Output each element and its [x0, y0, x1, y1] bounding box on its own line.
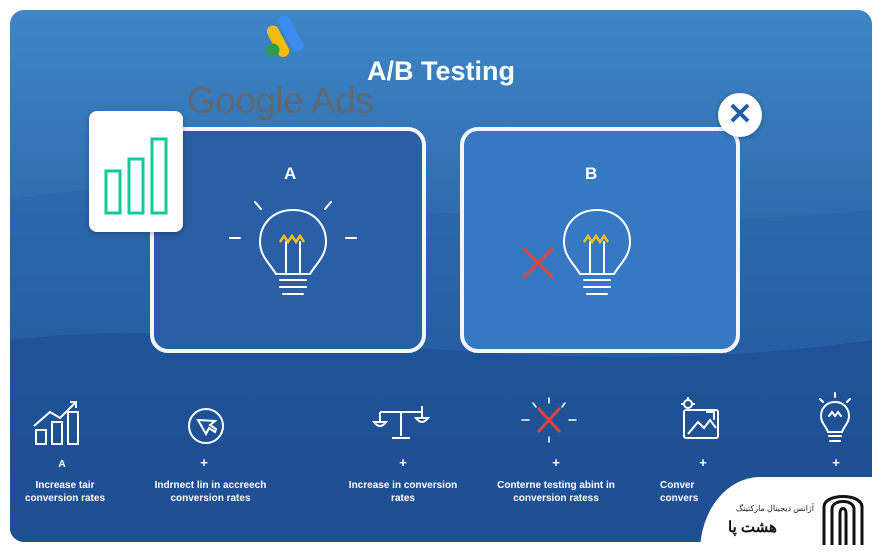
close-icon: ✕	[727, 98, 753, 131]
feature-4-text: Conterne testing abint in conversion rat…	[497, 480, 615, 504]
brand-tagline: آژانس دیجیتال مارکتینگ	[736, 504, 815, 513]
feature-6-title: +	[832, 455, 840, 470]
google-ads-logo	[266, 16, 304, 57]
lightbulb-icon	[229, 201, 357, 295]
infographic-background	[10, 10, 872, 542]
background-wave	[10, 189, 872, 542]
feature-2-title: +	[200, 455, 208, 470]
brand-name: هشت پا	[728, 519, 777, 536]
feature-3-text: Increase in conversion rates	[348, 480, 458, 504]
lightbulb-icon	[819, 392, 851, 442]
feature-1-title: A	[58, 459, 66, 470]
variant-a-label: A	[284, 164, 297, 183]
feature-5-title: +	[699, 455, 707, 470]
page-title: A/B Testing	[367, 56, 515, 86]
brand-logo	[822, 495, 864, 545]
feature-2-text: Indrnect lin in accreech conversion rate…	[154, 480, 267, 504]
cross-mark-icon	[522, 247, 554, 279]
lightbulb-icon	[562, 208, 632, 295]
balance-scale-icon	[371, 406, 431, 439]
feature-1-text: Increase tair conversion rates	[24, 480, 106, 504]
brand-badge	[700, 477, 882, 552]
feature-4-title: +	[552, 455, 560, 470]
bar-chart-icon	[104, 137, 168, 215]
variant-b-label: B	[585, 164, 598, 183]
growth-chart-icon	[33, 401, 79, 445]
feature-5-text: Conver convers	[660, 480, 699, 504]
pointer-target-icon	[188, 408, 224, 444]
bar-chart-card	[89, 111, 183, 232]
close-button[interactable]: ✕	[718, 93, 762, 137]
image-settings-icon	[681, 397, 719, 439]
feature-3-title: +	[399, 455, 407, 470]
google-ads-wordmark: Google Ads	[187, 80, 374, 121]
cross-mark-icon	[521, 397, 577, 443]
